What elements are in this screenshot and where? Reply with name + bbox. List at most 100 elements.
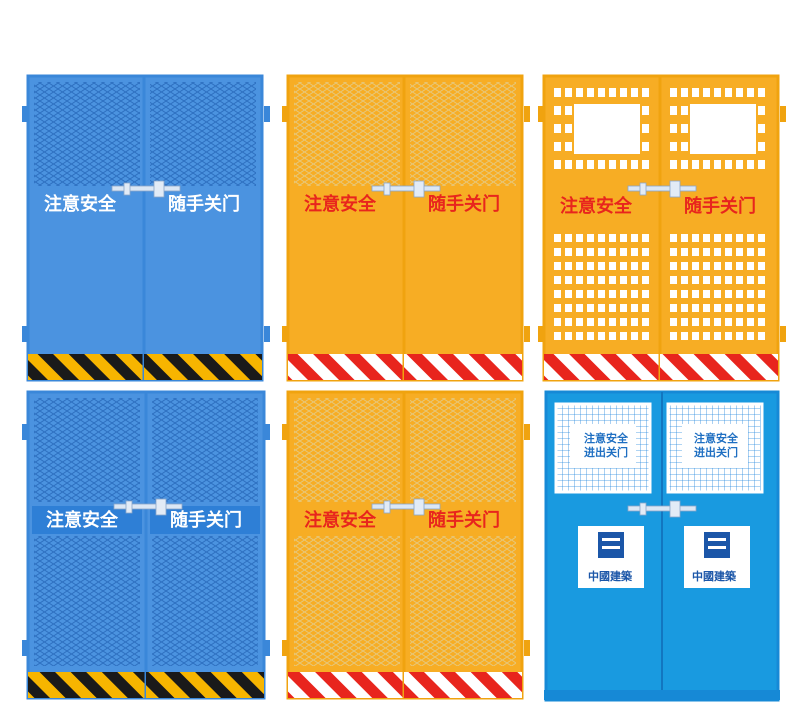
latch-lock: [413, 498, 425, 516]
perforation-slot: [703, 318, 710, 326]
hinge: [22, 424, 28, 440]
latch-handle: [383, 500, 391, 514]
latch-lock: [413, 180, 425, 198]
perforation-slot: [714, 318, 721, 326]
perforation-slot: [642, 332, 649, 340]
mesh-panel: [294, 82, 400, 186]
latch-bar: [371, 503, 441, 510]
latch-bar: [627, 505, 697, 512]
hazard-stripe: [146, 672, 264, 698]
perforation-slot: [587, 304, 594, 312]
perforation-slot: [703, 304, 710, 312]
hinge: [264, 640, 270, 656]
gate-cyan-cscec: 注意安全 进出关门 注意安全 进出关门 中國建築 中國建築: [544, 390, 780, 702]
gate-blue-mesh-full: 注意安全 随手关门: [22, 390, 270, 704]
perforation-slot: [631, 160, 638, 169]
hazard-stripe: [144, 354, 262, 380]
perforation-slot: [609, 318, 616, 326]
perforation-slot: [670, 276, 677, 284]
perforation-slot: [670, 160, 677, 169]
perforation-slot: [703, 160, 710, 169]
perforation-slot: [681, 248, 688, 256]
perforation-slot: [565, 160, 572, 169]
perforation-slot: [692, 304, 699, 312]
perforation-slot: [747, 318, 754, 326]
gate-drawing: [282, 74, 530, 382]
mesh-panel: [410, 82, 516, 186]
perforation-slot: [565, 88, 572, 97]
perforation-slot: [554, 318, 561, 326]
perforation-slot: [758, 318, 765, 326]
hinge: [22, 106, 28, 122]
perforation-slot: [681, 290, 688, 298]
gate-right-sign: 随手关门: [428, 510, 500, 531]
perforation-slot: [609, 88, 616, 97]
perforation-slot: [631, 262, 638, 270]
perforation-slot: [554, 234, 561, 242]
perforation-slot: [736, 304, 743, 312]
perforation-slot: [725, 88, 732, 97]
gate-orange-perforated: 注意安全 随手关门: [538, 74, 786, 386]
cscec-logo-icon: [704, 532, 730, 558]
hazard-stripe: [544, 354, 662, 380]
latch-bar: [111, 185, 181, 192]
perforation-slot: [642, 160, 649, 169]
perforation-slot: [670, 88, 677, 97]
gate-orange-mesh-full: 注意安全 随手关门: [282, 390, 530, 704]
perforation-slot: [554, 332, 561, 340]
perforation-slot: [598, 332, 605, 340]
perforation-slot: [598, 234, 605, 242]
latch-bar: [627, 185, 697, 192]
perforation-slot: [747, 234, 754, 242]
notice-line-2: 进出关门: [584, 446, 628, 459]
perforation-slot: [714, 276, 721, 284]
perforation-slot: [725, 332, 732, 340]
perforation-slot: [714, 332, 721, 340]
cscec-logo-icon: [602, 546, 620, 549]
perforation-slot: [747, 88, 754, 97]
perforation-slot: [576, 318, 583, 326]
perforation-slot: [725, 248, 732, 256]
hinge: [538, 106, 544, 122]
perforation-slot: [620, 160, 627, 169]
mesh-panel: [152, 398, 258, 502]
perforation-slot: [703, 290, 710, 298]
perforation-slot: [736, 160, 743, 169]
perforation-slot: [736, 290, 743, 298]
perforation-slot: [620, 304, 627, 312]
gate-blue-mesh-top: 注意安全 随手关门: [22, 74, 270, 386]
perforation-slot: [642, 124, 649, 133]
perforation-slot: [642, 142, 649, 151]
perforation-slot: [670, 142, 677, 151]
gate-drawing: [538, 74, 786, 382]
perforation-slot: [598, 276, 605, 284]
latch-handle: [123, 182, 131, 196]
perforation-slot: [620, 318, 627, 326]
perforation-slot: [703, 248, 710, 256]
perforation-slot: [576, 88, 583, 97]
mesh-panel: [152, 536, 258, 666]
perforation-slot: [736, 332, 743, 340]
hinge: [282, 640, 288, 656]
cscec-logo-text-right: 中國建築: [692, 570, 736, 583]
notice-plate: [570, 424, 636, 468]
gate-right-sign: 随手关门: [428, 194, 500, 215]
hazard-stripe: [288, 354, 406, 380]
perforation-slot: [670, 262, 677, 270]
perforation-slot: [736, 234, 743, 242]
perforation-slot: [620, 248, 627, 256]
perforation-slot: [725, 234, 732, 242]
perforation-slot: [554, 124, 561, 133]
mesh-panel: [34, 536, 140, 666]
hinge: [780, 326, 786, 342]
perforation-slot: [747, 290, 754, 298]
mesh-panel: [410, 536, 516, 666]
perforation-slot: [642, 318, 649, 326]
hazard-stripe: [404, 672, 522, 698]
perforation-slot: [747, 262, 754, 270]
perforation-slot: [692, 276, 699, 284]
hinge: [524, 424, 530, 440]
perforation-slot: [576, 304, 583, 312]
perforation-slot: [642, 248, 649, 256]
perforation-slot: [554, 304, 561, 312]
